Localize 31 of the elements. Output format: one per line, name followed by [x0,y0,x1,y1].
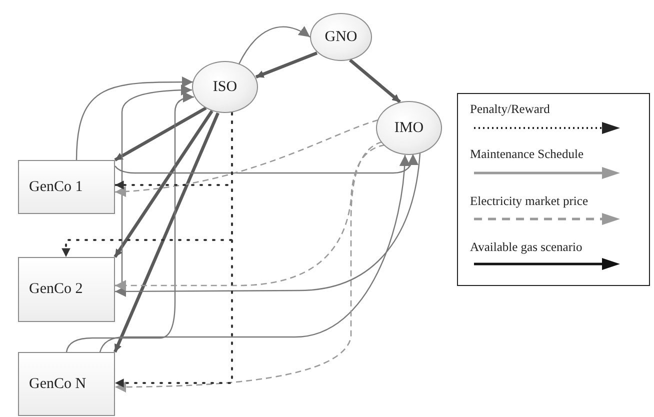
arrow [76,76,193,160]
arrow [114,106,207,162]
node-label: GenCo 1 [29,178,83,196]
node-label: GenCo N [29,376,86,392]
process-box [18,160,115,214]
node-label: ISO [212,78,238,96]
arrow [114,110,214,258]
process-box [18,352,115,416]
arrow [115,141,382,392]
arrow [115,144,386,291]
entity-ellipse [310,13,372,61]
arrow [114,112,233,388]
legend-label: Available gas scenario [470,240,582,255]
arrow [114,154,418,174]
arrow [255,52,318,78]
arrow [66,92,194,352]
arrow [99,154,410,352]
node-label: IMO [394,120,424,136]
node-label: GNO [324,28,358,46]
node-label: GenCo 2 [29,281,83,298]
arrow [348,58,402,104]
arrow [114,112,220,353]
process-box [18,257,115,322]
legend-label: Maintenance Schedule [470,147,584,162]
arrow [114,119,378,197]
arrow [238,26,310,64]
entity-ellipse [192,61,258,113]
legend-label: Electricity market price [470,194,588,209]
legend-label: Penalty/Reward [470,102,550,117]
arrow [115,152,421,297]
entity-ellipse [376,101,442,155]
